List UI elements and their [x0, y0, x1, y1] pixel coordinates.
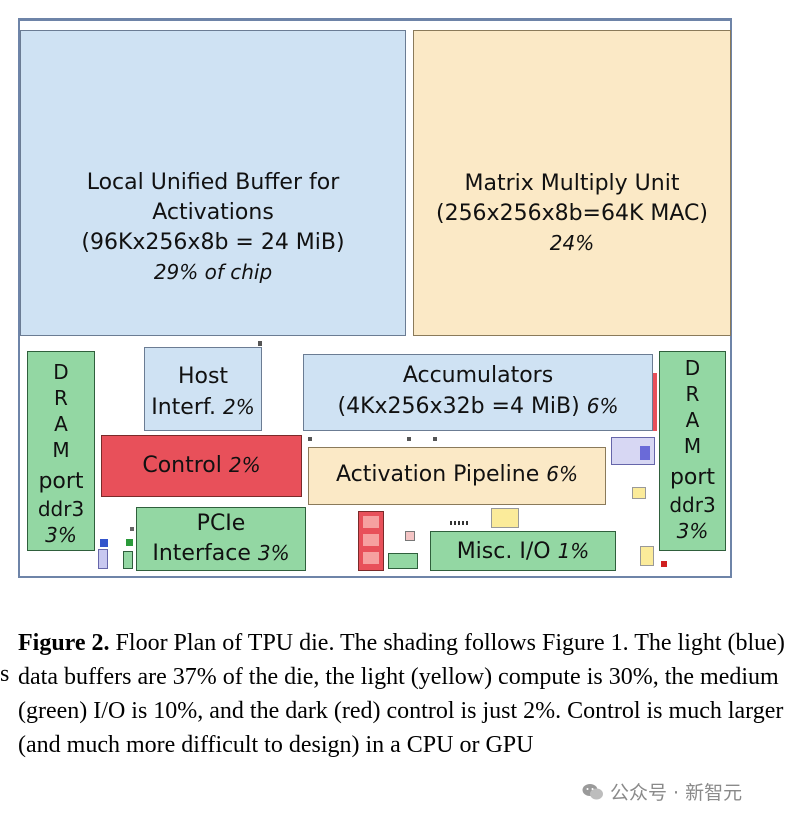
misc-io-label: Misc. I/O [456, 539, 551, 564]
small-yellow-rect-right [640, 546, 654, 566]
dram-left-letter-d: D [53, 360, 69, 384]
caption-label: Figure 2. [18, 630, 110, 656]
accumulators-line2: (4Kx256x32b =4 MiB) [337, 394, 580, 419]
small-purple-strip-left [98, 549, 108, 569]
figure-caption: Figure 2. Floor Plan of TPU die. The sha… [18, 626, 788, 762]
watermark: 公众号 · 新智元 [582, 778, 742, 805]
watermark-text: 公众号 · 新智元 [610, 782, 743, 804]
accumulators-pct: 6% [586, 394, 619, 418]
caption-text: Floor Plan of TPU die. The shading follo… [18, 630, 785, 758]
small-green-strip [388, 553, 418, 569]
accumulators-block: Accumulators (4Kx256x32b =4 MiB) 6% [303, 354, 653, 431]
matrix-unit-line2: (256x256x8b=64K MAC) [435, 201, 708, 226]
matrix-unit-pct: 24% [549, 231, 595, 255]
control-label: Control [142, 453, 222, 478]
red-memory-stack [358, 511, 384, 571]
accumulator-dot-3 [433, 437, 437, 441]
misc-io-row: Misc. I/O 1% [431, 536, 615, 567]
accumulators-line2-row: (4Kx256x32b =4 MiB) 6% [304, 391, 652, 422]
pcie-line2-row: Interface 3% [137, 538, 305, 569]
unified-buffer-block: Local Unified Buffer for Activations (96… [20, 30, 406, 336]
unified-buffer-line3: (96Kx256x8b = 24 MiB) [81, 230, 345, 255]
dram-right-port: port [669, 465, 716, 490]
host-connector-dot [258, 341, 262, 346]
misc-io-block: Misc. I/O 1% [430, 531, 616, 571]
matrix-unit-line1: Matrix Multiply Unit [464, 171, 680, 196]
small-pink-square [405, 531, 415, 541]
wechat-icon [582, 783, 604, 801]
activation-pipeline-label: Activation Pipeline [336, 462, 540, 487]
dram-right-pct: 3% [676, 519, 709, 543]
accumulators-line1: Accumulators [402, 363, 554, 388]
dram-left-letter-m: M [52, 438, 70, 462]
dram-right-letter-r: R [685, 382, 700, 406]
unified-buffer-line1: Local Unified Buffer for [86, 170, 340, 195]
activation-pipeline-block: Activation Pipeline 6% [308, 447, 606, 505]
dram-left-ddr3: ddr3 [37, 497, 85, 521]
dram-right-ddr3: ddr3 [669, 493, 716, 517]
dram-left-letter-a: A [54, 412, 68, 436]
dram-left-letter-r: R [54, 386, 68, 410]
small-green-pad-left [126, 539, 133, 546]
small-blue-pad-left [100, 539, 108, 547]
accumulator-edge-red-strip [653, 373, 657, 431]
unified-buffer-pct: 29% of chip [153, 260, 273, 284]
control-pct: 2% [228, 453, 261, 477]
pcie-line1: PCIe [196, 511, 246, 536]
small-red-dot-right [661, 561, 667, 567]
host-interface-block: Host Interf. 2% [144, 347, 262, 431]
purple-logic-block [611, 437, 655, 465]
pcie-line2: Interface [152, 541, 251, 566]
control-block: Control 2% [101, 435, 302, 497]
activation-pipeline-pct: 6% [546, 462, 578, 486]
host-interface-line2-row: Interf. 2% [145, 392, 261, 423]
dram-left-pct: 3% [45, 523, 77, 547]
dram-left-port: port [38, 469, 84, 494]
dram-right-letter-a: A [685, 408, 700, 432]
control-row: Control 2% [102, 450, 301, 481]
host-interface-line1: Host [177, 364, 229, 389]
small-gray-pad-left [130, 527, 134, 531]
small-green-strip-left [123, 551, 133, 569]
host-interface-pct: 2% [223, 395, 255, 419]
caption-edge-char: s [0, 661, 10, 687]
activation-pipeline-row: Activation Pipeline 6% [309, 459, 605, 490]
dram-port-left-block: D R A M port ddr3 3% [27, 351, 95, 551]
unified-buffer-line2: Activations [152, 200, 274, 225]
small-yellow-square-right [632, 487, 646, 499]
small-yellow-block-center [491, 508, 519, 528]
tpu-die-floorplan: Local Unified Buffer for Activations (96… [18, 18, 732, 578]
accumulator-dot-1 [308, 437, 312, 441]
misc-io-pct: 1% [557, 539, 590, 563]
dram-right-letter-d: D [684, 356, 701, 380]
matrix-multiply-unit-block: Matrix Multiply Unit (256x256x8b=64K MAC… [413, 30, 731, 336]
dram-right-letter-m: M [683, 434, 702, 458]
host-interface-line2: Interf. [151, 395, 217, 420]
pcie-pct: 3% [257, 541, 290, 565]
accumulator-dot-2 [407, 437, 411, 441]
small-pad-row [450, 521, 468, 525]
pcie-interface-block: PCIe Interface 3% [136, 507, 306, 571]
dram-port-right-block: D R A M port ddr3 3% [659, 351, 726, 551]
